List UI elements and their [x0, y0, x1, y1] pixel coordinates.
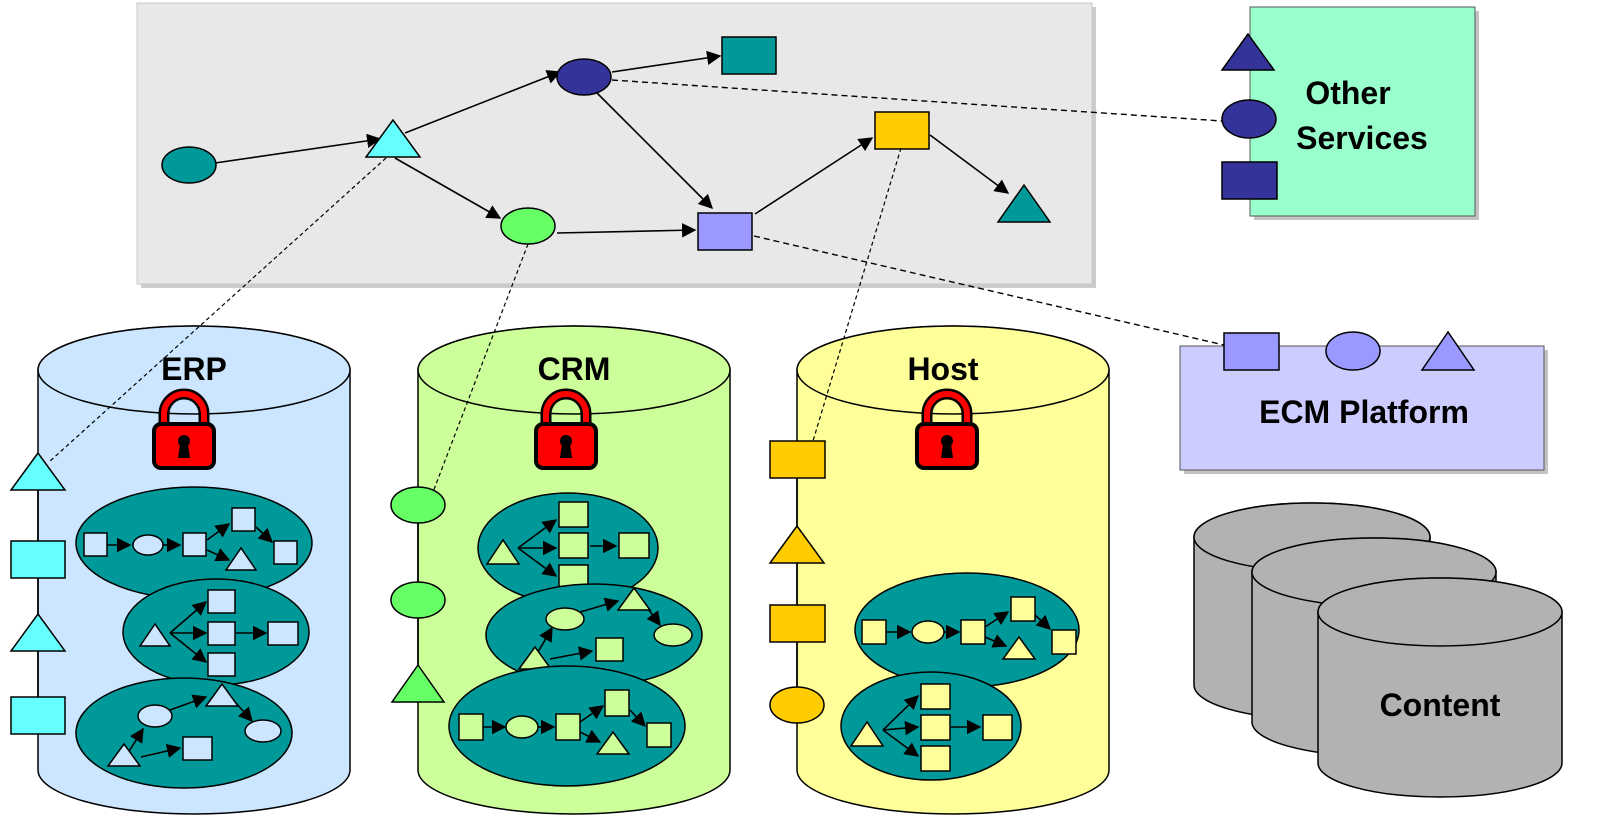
content-cylinder-front: [1317, 577, 1563, 798]
crm-subprocess-2: [485, 583, 703, 687]
ecm-platform-box: ECM Platform: [1179, 330, 1548, 474]
end-triangle-node: [996, 183, 1052, 223]
crm-subprocess-1: [477, 492, 659, 604]
erp-subprocess-2: [122, 578, 310, 686]
content-storage: Content: [1193, 502, 1563, 798]
square-node-ecm: [697, 212, 753, 251]
host-system: Host: [768, 325, 1110, 815]
service-mapping-lines: [48, 79, 1225, 493]
erp-label: ERP: [161, 351, 227, 387]
triangle-node-erp: [364, 118, 422, 158]
host-subprocess-1: [854, 572, 1080, 688]
host-subprocess-2: [840, 671, 1022, 781]
square-node-host: [874, 111, 930, 150]
other-services-line1: Other: [1305, 75, 1390, 111]
crm-system: CRM: [390, 325, 731, 815]
host-label: Host: [907, 351, 978, 387]
crm-subprocess-3: [448, 665, 686, 787]
erp-system: ERP: [9, 325, 351, 815]
process-panel: [136, 2, 1096, 288]
ellipse-node-crm: [500, 207, 556, 245]
other-services-line2: Services: [1296, 120, 1428, 156]
process-flow: [214, 50, 1010, 238]
ecm-platform-label: ECM Platform: [1259, 394, 1469, 430]
erp-subprocess-3: [75, 677, 293, 789]
crm-label: CRM: [538, 351, 611, 387]
square-node-top: [721, 36, 777, 75]
start-node: [161, 146, 217, 184]
process-nodes: [161, 36, 1052, 251]
ellipse-node-other: [556, 58, 612, 96]
other-services-box: Other Services: [1220, 6, 1479, 220]
erp-subprocess-1: [75, 486, 313, 600]
content-label: Content: [1380, 687, 1501, 723]
